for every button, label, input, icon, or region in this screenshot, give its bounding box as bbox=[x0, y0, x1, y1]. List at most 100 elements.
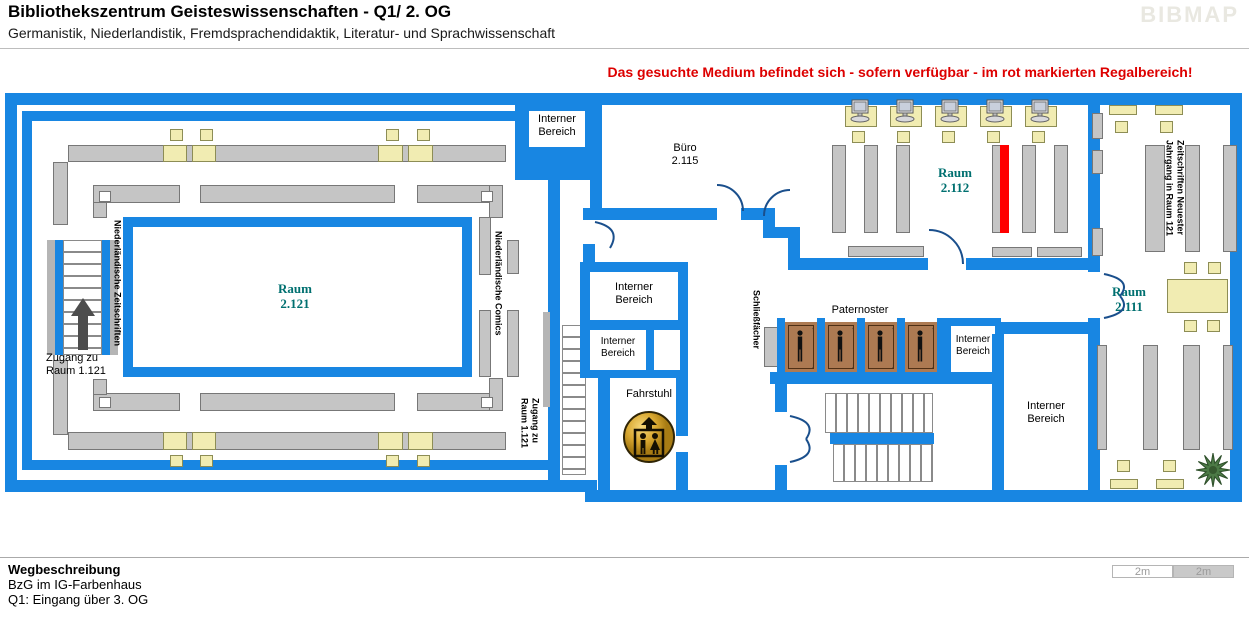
person-icon bbox=[877, 330, 883, 362]
person-icon bbox=[797, 330, 803, 362]
room-label-interner3: Interner Bereich bbox=[955, 334, 991, 357]
chair-square bbox=[1208, 262, 1221, 274]
shelf bbox=[417, 393, 490, 411]
chair-square bbox=[1115, 121, 1128, 133]
person-icon bbox=[917, 330, 923, 362]
table bbox=[1109, 105, 1137, 115]
elevator-icon bbox=[623, 411, 675, 463]
shelf bbox=[832, 145, 846, 233]
shelf bbox=[1092, 113, 1103, 139]
door-post bbox=[583, 208, 595, 220]
footer-heading: Wegbeschreibung bbox=[8, 562, 121, 577]
stairs-landing bbox=[830, 433, 934, 444]
label-schliessfaecher: Schließfächer bbox=[751, 290, 762, 350]
table-large bbox=[1167, 279, 1228, 313]
marked-shelf bbox=[1000, 145, 1009, 233]
room-label-interner-mid1: Interner Bereich bbox=[615, 281, 653, 307]
chair-square bbox=[852, 131, 865, 143]
shelf bbox=[1183, 345, 1200, 450]
wall-fahr-right1 bbox=[676, 378, 688, 436]
chair-square bbox=[386, 455, 399, 467]
chair-square bbox=[897, 131, 910, 143]
stairs-rail bbox=[543, 312, 550, 407]
shelf bbox=[93, 202, 107, 218]
chair-square bbox=[386, 129, 399, 141]
room-label-interner-mid2: Interner Bereich bbox=[600, 336, 636, 359]
chair-square bbox=[1160, 121, 1173, 133]
room-label-buero: Büro 2.115 bbox=[671, 142, 699, 168]
paternoster-frame bbox=[937, 318, 945, 376]
shelf bbox=[53, 162, 68, 225]
paternoster-cabin: ↑ ↓ bbox=[865, 322, 897, 372]
wall-2112-bottom1 bbox=[788, 258, 928, 270]
shelf-marker bbox=[481, 397, 493, 408]
paternoster-frame bbox=[817, 318, 825, 376]
room-interner3 bbox=[951, 326, 995, 372]
shelf bbox=[864, 145, 878, 233]
shelf bbox=[507, 240, 519, 274]
scale-bar-segment-2: 2m bbox=[1173, 565, 1234, 578]
computer-icon bbox=[1030, 99, 1050, 123]
chair-square bbox=[170, 455, 183, 467]
wall-2112-bottom2 bbox=[966, 258, 1088, 270]
shelf bbox=[1223, 145, 1237, 252]
chair-square bbox=[200, 129, 213, 141]
shelf bbox=[1092, 150, 1103, 174]
up-arrow-glyph: ↑ bbox=[931, 325, 935, 334]
wall-step bbox=[585, 480, 597, 492]
shelf bbox=[417, 185, 490, 203]
chair-square bbox=[417, 455, 430, 467]
chair-square bbox=[1032, 131, 1045, 143]
label-paternoster: Paternoster bbox=[831, 304, 889, 316]
chair-square bbox=[1117, 460, 1130, 472]
shelf bbox=[992, 247, 1032, 257]
shelf bbox=[200, 393, 395, 411]
room-interner-top bbox=[529, 111, 585, 147]
plant-icon bbox=[1195, 453, 1231, 487]
label-zugang-links: Zugang zu Raum 1.121 bbox=[46, 352, 106, 378]
shelf-highlight bbox=[378, 145, 403, 162]
label-niederlaendische-comics: Niederländische Comics bbox=[493, 231, 504, 336]
shelf-highlight bbox=[408, 432, 433, 450]
scale-bar-segment-1: 2m bbox=[1112, 565, 1173, 578]
chair-square bbox=[942, 131, 955, 143]
chair-square bbox=[1163, 460, 1176, 472]
wall-leftroom-left bbox=[22, 111, 32, 470]
wall-fahr-left bbox=[598, 378, 610, 492]
shelf bbox=[1145, 145, 1165, 252]
wall-outer-bottom-left bbox=[5, 480, 595, 492]
shelf-highlight bbox=[408, 145, 433, 162]
table bbox=[1110, 479, 1138, 489]
shelf bbox=[1097, 345, 1107, 450]
chair-square bbox=[1184, 262, 1197, 274]
table bbox=[1155, 105, 1183, 115]
room-small bbox=[654, 330, 680, 370]
up-arrow-glyph: ↑ bbox=[891, 325, 895, 334]
shelf bbox=[479, 310, 491, 377]
label-fahrstuhl: Fahrstuhl bbox=[626, 388, 672, 400]
page-title: Bibliothekszentrum Geisteswissenschaften… bbox=[8, 2, 452, 21]
shelf bbox=[1054, 145, 1068, 233]
room-label-2111: Raum 2.111 bbox=[1112, 284, 1146, 314]
shelf bbox=[1022, 145, 1036, 233]
door-post bbox=[583, 244, 595, 262]
stairs-rail bbox=[110, 240, 118, 355]
room-label-2112: Raum 2.112 bbox=[938, 165, 972, 195]
wall-step3 bbox=[775, 227, 800, 238]
shelf bbox=[200, 185, 395, 203]
chair-square bbox=[170, 129, 183, 141]
shelf bbox=[1143, 345, 1158, 450]
shelf bbox=[53, 360, 68, 435]
wall-fahr-right2 bbox=[676, 452, 688, 492]
header-divider bbox=[0, 48, 1249, 49]
stairs-side bbox=[55, 240, 63, 355]
chair-square bbox=[417, 129, 430, 141]
footer-divider bbox=[0, 557, 1249, 558]
label-niederlaendische-zeitschriften: Niederländische Zeitschriften bbox=[112, 220, 123, 347]
room-interner-mid2 bbox=[590, 330, 646, 370]
computer-icon bbox=[985, 99, 1005, 123]
shelf bbox=[68, 145, 506, 162]
shelf-highlight bbox=[163, 145, 187, 162]
wall-outer-bottom-right bbox=[585, 490, 1242, 502]
shelf bbox=[1223, 345, 1233, 450]
